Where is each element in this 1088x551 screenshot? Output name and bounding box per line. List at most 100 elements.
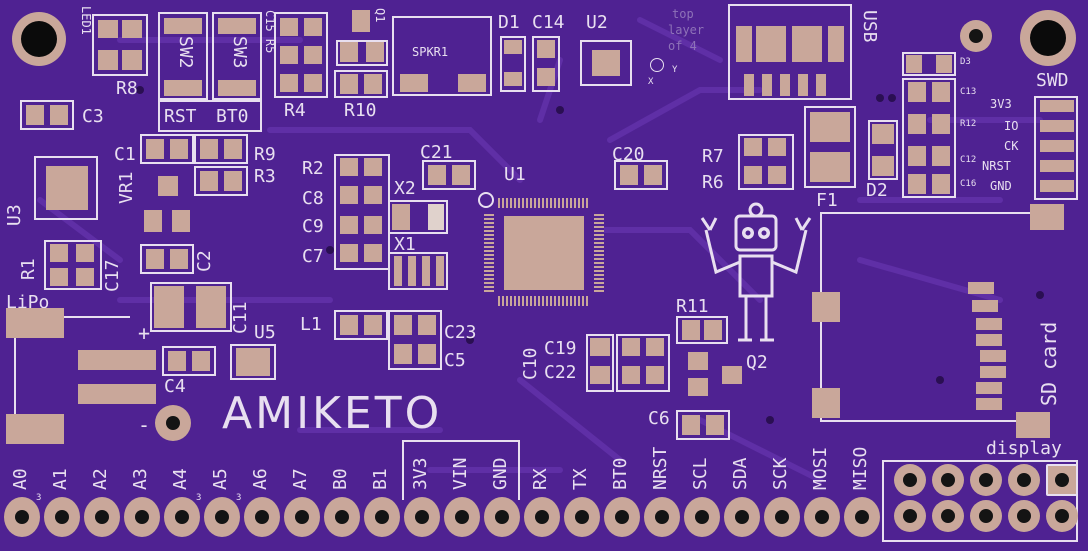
c13-c16-outline [902,78,956,198]
display-pin[interactable] [932,500,964,532]
r4-pad [280,74,298,92]
d3-pad [906,55,922,73]
header-pin-bt0[interactable] [604,497,640,537]
header-pin-3v3[interactable] [404,497,440,537]
display-pin[interactable] [1008,464,1040,496]
sdcard-contact [976,398,1002,410]
pin-label-a3: A3 [130,468,151,490]
r9-pad [200,139,218,159]
mounting-hole-top-right [1020,10,1076,66]
header-pin-a3[interactable] [124,497,160,537]
c3-label: C3 [82,106,104,127]
pin-label-3v3: 3V3 [410,457,431,490]
r11-pad [682,320,700,340]
display-pin[interactable] [894,500,926,532]
x2-outline [388,200,448,234]
q1-pad [340,42,358,62]
header-pin-a7[interactable] [284,497,320,537]
q2-pad [722,366,742,384]
usb-pad [828,26,844,62]
u5-body [236,348,270,376]
x1-outline [388,252,448,290]
c4-outline [162,346,216,376]
q1-label: Q1 [373,8,387,23]
header-pin-b1[interactable] [364,497,400,537]
header-pin-nrst[interactable] [644,497,680,537]
header-pin-rx[interactable] [524,497,560,537]
c20-label: C20 [612,144,645,165]
header-pin-sck[interactable] [764,497,800,537]
c10-label: C10 [520,347,541,380]
display-pin[interactable] [894,464,926,496]
robot-logo [700,202,812,342]
sdcard-pad [1016,412,1050,438]
header-pin-tx[interactable] [564,497,600,537]
c7-pad [364,244,382,262]
display-pin[interactable] [1046,464,1078,496]
header-pin-miso[interactable] [844,497,880,537]
c7-pad [340,244,358,262]
sw2-outline [158,12,208,100]
r7-pad [768,138,786,156]
r8-label: R8 [116,78,138,99]
r8-pad [122,50,142,70]
mounting-hole-top-left [12,12,66,66]
f1-pad [810,112,850,142]
header-pin-b0[interactable] [324,497,360,537]
r1-label: R1 [18,258,39,280]
c20-pad [620,165,638,185]
usb-pad [744,74,754,96]
q1-outline [336,40,388,66]
header-pin-a4[interactable] [164,497,200,537]
header-pin-vin[interactable] [444,497,480,537]
usb-pad [798,74,808,96]
display-header-outline [882,460,1078,542]
pin-mark-a0: 3 [36,493,42,503]
display-pin[interactable] [1008,500,1040,532]
swd-pad [1040,180,1074,192]
c19-c22-outline [616,334,670,392]
sw3-outline [212,12,262,100]
c2-outline [140,244,194,274]
x2-label: X2 [394,178,416,199]
pin-label-a4: A4 [170,468,191,490]
header-pin-a2[interactable] [84,497,120,537]
lipo-outline [14,316,130,444]
header-pin-a0[interactable] [4,497,40,537]
header-pin-sda[interactable] [724,497,760,537]
r7-pad [744,138,762,156]
header-pin-a6[interactable] [244,497,280,537]
d3-label: D3 [960,57,971,67]
u1-thermal-pad [504,216,584,290]
sw2-pad [164,18,202,34]
u5-outline [230,344,276,380]
header-pin-a5[interactable] [204,497,240,537]
lipo-pad [78,384,156,404]
header-pin-scl[interactable] [684,497,720,537]
d3-outline [902,52,956,76]
vr1-pad [158,176,178,196]
c16-label: C16 [960,179,977,189]
spkr1-label: SPKR1 [412,45,449,59]
usb-pad [792,26,822,62]
display-pin[interactable] [970,464,1002,496]
c13-label: C13 [960,87,977,97]
header-pin-gnd[interactable] [484,497,520,537]
sdcard-pad [812,292,840,322]
display-pin[interactable] [1046,500,1078,532]
r4-pad [304,18,322,36]
sw3-label: SW3 [229,36,250,69]
c5-pad [418,344,436,364]
display-pin[interactable] [970,500,1002,532]
r11-outline [676,316,728,344]
c21-pad [452,165,470,185]
swd-pad [1040,120,1074,132]
c2-label: C2 [194,250,215,272]
pin-label-tx: TX [570,468,591,490]
r2-label: R2 [302,158,324,179]
display-pin[interactable] [932,464,964,496]
board-title: AMIKETO [222,388,443,439]
header-pin-a1[interactable] [44,497,80,537]
header-pin-mosi[interactable] [804,497,840,537]
x1-pad [436,256,444,286]
